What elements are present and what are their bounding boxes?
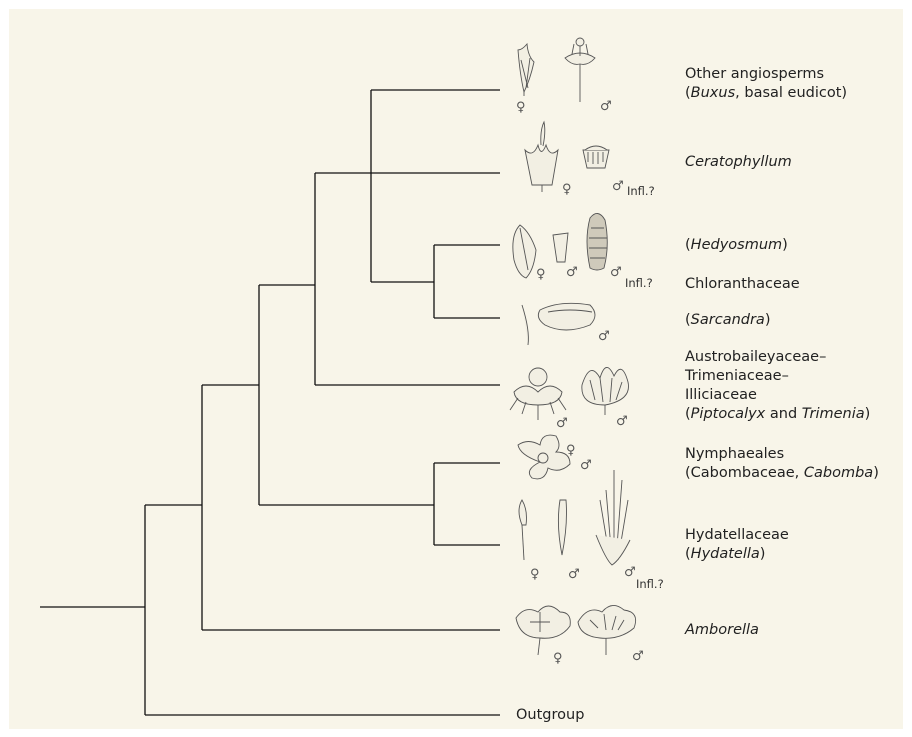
label-amborella: Amborella [685, 621, 759, 640]
hydatella-male-inflorescence-drawing [596, 470, 630, 565]
label-hydatellaceae: Hydatellaceae (Hydatella) [685, 526, 789, 564]
female-symbol: ♀ [562, 182, 572, 197]
label-hedyosmum: (Hedyosmum) [685, 236, 788, 255]
male-symbol: ♂ [598, 329, 610, 344]
label-ceratophyllum: Ceratophyllum [685, 153, 792, 172]
trimenia-female-drawing [510, 368, 566, 420]
amborella-female-drawing [516, 606, 570, 655]
buxus-female-flower-drawing [518, 44, 534, 96]
hedyosmum-bract-drawing [553, 233, 568, 262]
hydatella-female-drawing [519, 500, 527, 560]
male-symbol: ♂ [610, 265, 622, 280]
male-symbol: ♂ [616, 414, 628, 429]
male-symbol: ♂ [600, 99, 612, 114]
label-austrobaileyaceae: Austrobaileyaceae– Trimeniaceae– Illicia… [685, 348, 870, 424]
label-other-angiosperms: Other angiosperms (Buxus, basal eudicot) [685, 65, 847, 103]
male-symbol: ♂ [624, 565, 636, 580]
female-symbol: ♀ [530, 567, 540, 582]
infl-annotation: Infl.? [627, 184, 655, 198]
hedyosmum-female-drawing [513, 225, 536, 278]
sarcandra-drawing [522, 303, 595, 345]
female-symbol: ♀ [536, 267, 546, 282]
hedyosmum-male-inflorescence-drawing [587, 213, 607, 270]
male-symbol: ♂ [580, 458, 592, 473]
infl-annotation: Infl.? [625, 276, 653, 290]
label-chloranthaceae: Chloranthaceae [685, 275, 800, 294]
male-symbol: ♂ [566, 265, 578, 280]
female-symbol: ♀ [566, 443, 576, 458]
male-symbol: ♂ [612, 179, 624, 194]
label-sarcandra: (Sarcandra) [685, 311, 771, 330]
ceratophyllum-male-drawing [583, 146, 609, 168]
flower-illustrations [510, 38, 636, 655]
ceratophyllum-female-drawing [525, 122, 558, 192]
trimenia-male-drawing [582, 367, 629, 415]
male-symbol: ♂ [568, 567, 580, 582]
cabomba-flower-drawing [518, 435, 570, 479]
amborella-male-drawing [578, 605, 636, 655]
infl-annotation: Infl.? [636, 577, 664, 591]
tree-branches [40, 90, 500, 715]
hydatella-bract-drawing [558, 500, 566, 555]
buxus-male-flower-drawing [565, 38, 595, 102]
male-symbol: ♂ [556, 416, 568, 431]
female-symbol: ♀ [516, 100, 526, 115]
label-outgroup: Outgroup [516, 706, 584, 725]
female-symbol: ♀ [553, 651, 563, 666]
label-nymphaeales: Nymphaeales (Cabombaceae, Cabomba) [685, 445, 879, 483]
male-symbol: ♂ [632, 649, 644, 664]
